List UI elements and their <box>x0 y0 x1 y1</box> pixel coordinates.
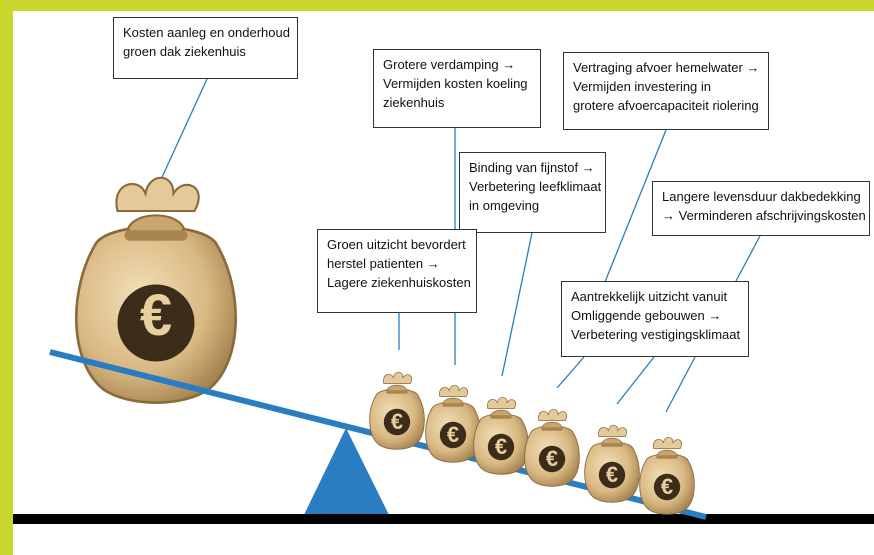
green-view-line-1: Groen uitzicht bevordert <box>327 237 466 252</box>
drainage-line-3: grotere afvoercapaciteit riolering <box>573 98 759 113</box>
roof-life-line-2: → Verminderen afschrijvingskosten <box>662 208 866 223</box>
particulate-line-1: Binding van fijnstof → <box>469 160 595 175</box>
drainage-line-1: Vertraging afvoer hemelwater → <box>573 60 760 75</box>
ground-line <box>13 514 874 524</box>
connector-attractive-a <box>616 356 655 405</box>
frame-top-bar <box>0 0 874 11</box>
particulate-line-3: in omgeving <box>469 198 540 213</box>
roof-life-line-1: Langere levensduur dakbedekking <box>662 189 861 204</box>
fulcrum-triangle <box>301 428 392 521</box>
small-bag-euro-symbol: € <box>606 462 618 487</box>
connector-roof-life <box>735 235 761 282</box>
connector-particulate <box>501 232 533 377</box>
connector-costs <box>157 78 208 187</box>
evaporation-line-1: Grotere verdamping → <box>383 57 516 72</box>
roof-life-box: Langere levensduur dakbedekking → Vermin… <box>652 181 870 236</box>
particulate-line-2: Verbetering leefklimaat <box>469 179 602 194</box>
small-bag-euro-symbol: € <box>546 446 558 471</box>
evaporation-line-2: Vermijden kosten koeling <box>383 76 528 91</box>
connector-drainage-lower <box>556 356 585 389</box>
evaporation-line-3: ziekenhuis <box>383 95 445 110</box>
small-bag-euro-symbol: € <box>447 422 459 447</box>
drainage-box: Vertraging afvoer hemelwater → Vermijden… <box>563 52 769 130</box>
green-view-line-3: Lagere ziekenhuiskosten <box>327 275 471 290</box>
costs-line-1: Kosten aanleg en onderhoud <box>123 25 290 40</box>
small-bag-euro-symbol: € <box>661 474 673 499</box>
costs-line-2: groen dak ziekenhuis <box>123 44 246 59</box>
attractive-view-line-1: Aantrekkelijk uitzicht vanuit <box>571 289 728 304</box>
attractive-view-box: Aantrekkelijk uitzicht vanuit Omliggende… <box>561 281 749 357</box>
green-view-box: Groen uitzicht bevordert herstel patient… <box>317 229 477 313</box>
connector-drainage <box>604 129 667 283</box>
large-bag-euro-symbol: € <box>140 283 172 348</box>
particulate-box: Binding van fijnstof → Verbetering leefk… <box>459 152 606 233</box>
attractive-view-line-2: Omliggende gebouwen → <box>571 308 722 323</box>
costs-box: Kosten aanleg en onderhoud groen dak zie… <box>113 17 298 79</box>
frame-left-bar <box>0 0 13 555</box>
small-bag-euro-symbol: € <box>495 434 507 459</box>
connector-attractive-b <box>665 356 696 413</box>
attractive-view-line-3: Verbetering vestigingsklimaat <box>571 327 741 342</box>
evaporation-box: Grotere verdamping → Vermijden kosten ko… <box>373 49 541 128</box>
small-bag-euro-symbol: € <box>391 409 403 434</box>
green-view-line-2: herstel patienten → <box>327 256 440 271</box>
drainage-line-2: Vermijden investering in <box>573 79 712 94</box>
